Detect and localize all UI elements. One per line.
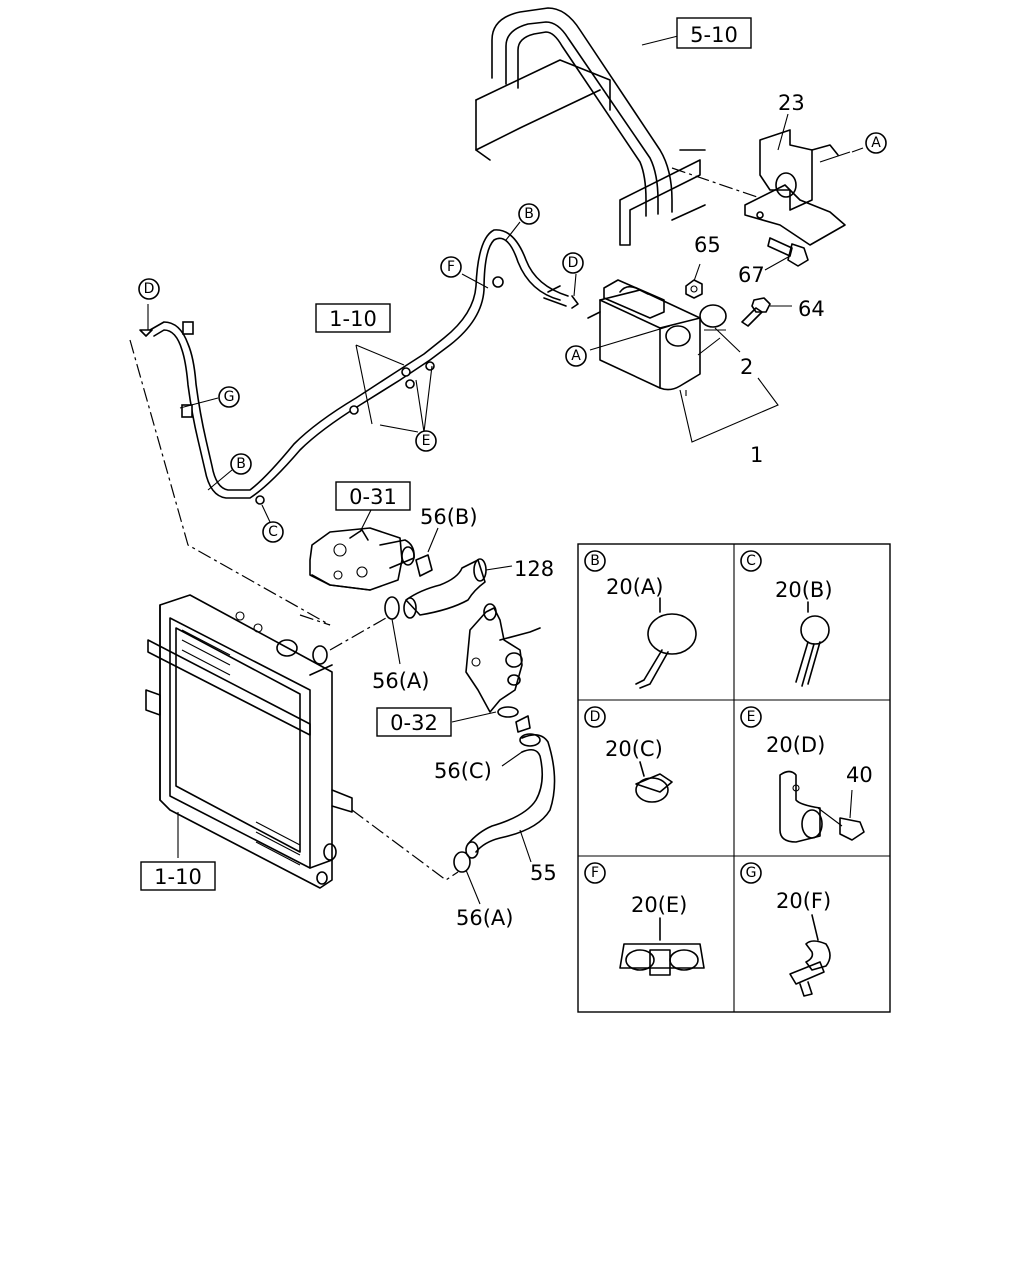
- svg-text:20(C): 20(C): [605, 737, 663, 761]
- detail-panel-b: B 20(A): [584, 550, 697, 689]
- radiator-drawing: [145, 594, 353, 889]
- detail-panel-f: F 20(E): [584, 862, 705, 976]
- svg-text:B: B: [590, 553, 600, 569]
- svg-text:1-10: 1-10: [154, 865, 202, 889]
- svg-text:C: C: [268, 524, 278, 540]
- part-label-64: 64: [798, 297, 825, 321]
- detail-panel-c: C 20(B): [740, 550, 833, 687]
- bolt-67-drawing: [767, 237, 809, 267]
- svg-text:A: A: [571, 348, 581, 364]
- leader-lines: [129, 35, 864, 905]
- part-label-65: 65: [694, 233, 721, 257]
- hose-128-drawing: [403, 558, 513, 619]
- svg-text:5-10: 5-10: [690, 23, 738, 47]
- part-label-128: 128: [514, 557, 554, 581]
- callout-a-upper: A: [865, 132, 887, 154]
- svg-text:20(E): 20(E): [631, 893, 687, 917]
- overflow-hose-drawing: [139, 229, 579, 505]
- ref-box-5-10: 5-10: [676, 17, 752, 49]
- callout-g: G: [218, 386, 240, 408]
- svg-text:20(B): 20(B): [775, 578, 833, 602]
- detail-panel-g: G 20(F): [740, 862, 831, 997]
- svg-text:D: D: [144, 281, 155, 297]
- clamp-56b-drawing: [415, 554, 433, 577]
- clamp-56a-lower-drawing: [453, 851, 471, 873]
- svg-text:40: 40: [846, 763, 873, 787]
- reserve-tank-drawing: [587, 279, 727, 396]
- part-label-56a-bottom: 56(A): [456, 906, 513, 930]
- svg-text:G: G: [224, 389, 235, 405]
- svg-text:A: A: [871, 135, 881, 151]
- water-outlet-drawing: [465, 603, 541, 718]
- svg-text:E: E: [747, 709, 756, 725]
- callout-b-upper: B: [518, 203, 540, 225]
- bracket-23-drawing: [744, 129, 851, 246]
- part-label-1: 1: [750, 443, 763, 467]
- hose-55-drawing: [465, 733, 556, 859]
- part-label-55: 55: [530, 861, 557, 885]
- svg-text:B: B: [524, 206, 534, 222]
- svg-text:E: E: [422, 433, 431, 449]
- part-label-23: 23: [778, 91, 805, 115]
- ref-box-0-32: 0-32: [376, 707, 452, 737]
- bolt-64-drawing: [741, 297, 792, 327]
- thermostat-housing-drawing: [309, 527, 415, 591]
- svg-text:20(D): 20(D): [766, 733, 825, 757]
- clamp-56c-drawing: [515, 715, 531, 733]
- svg-text:F: F: [591, 865, 599, 881]
- nut-65-drawing: [685, 279, 703, 299]
- ref-box-1-10-top: 1-10: [315, 303, 391, 333]
- clamp-56a-upper-drawing: [384, 596, 401, 665]
- ref-box-0-31: 0-31: [335, 481, 411, 511]
- svg-text:D: D: [568, 255, 579, 271]
- detail-panel-e: E 20(D) 40: [740, 706, 873, 843]
- svg-text:F: F: [447, 259, 455, 275]
- callout-e: E: [415, 430, 437, 452]
- svg-text:0-32: 0-32: [390, 711, 438, 735]
- detail-panel-d: D 20(C): [584, 706, 673, 803]
- ref-box-1-10-bottom: 1-10: [140, 861, 216, 891]
- svg-text:B: B: [236, 456, 246, 472]
- part-label-56a-top: 56(A): [372, 669, 429, 693]
- svg-text:20(F): 20(F): [776, 889, 831, 913]
- callout-c: C: [262, 521, 284, 543]
- part-label-67: 67: [738, 263, 765, 287]
- svg-text:0-31: 0-31: [349, 485, 397, 509]
- callout-a-lower: A: [565, 345, 587, 367]
- callout-d-left: D: [138, 278, 160, 300]
- part-label-56b: 56(B): [420, 505, 478, 529]
- callout-f: F: [440, 256, 462, 278]
- part-label-56c: 56(C): [434, 759, 492, 783]
- svg-text:G: G: [746, 865, 757, 881]
- svg-text:20(A): 20(A): [606, 575, 663, 599]
- part-label-2: 2: [740, 355, 753, 379]
- svg-text:1-10: 1-10: [329, 307, 377, 331]
- svg-text:C: C: [746, 553, 756, 569]
- svg-text:D: D: [590, 709, 601, 725]
- cab-frame-drawing: [475, 7, 761, 246]
- detail-panel-grid: [577, 543, 891, 1013]
- callout-d-right: D: [562, 252, 584, 274]
- callout-b-lower: B: [230, 453, 252, 475]
